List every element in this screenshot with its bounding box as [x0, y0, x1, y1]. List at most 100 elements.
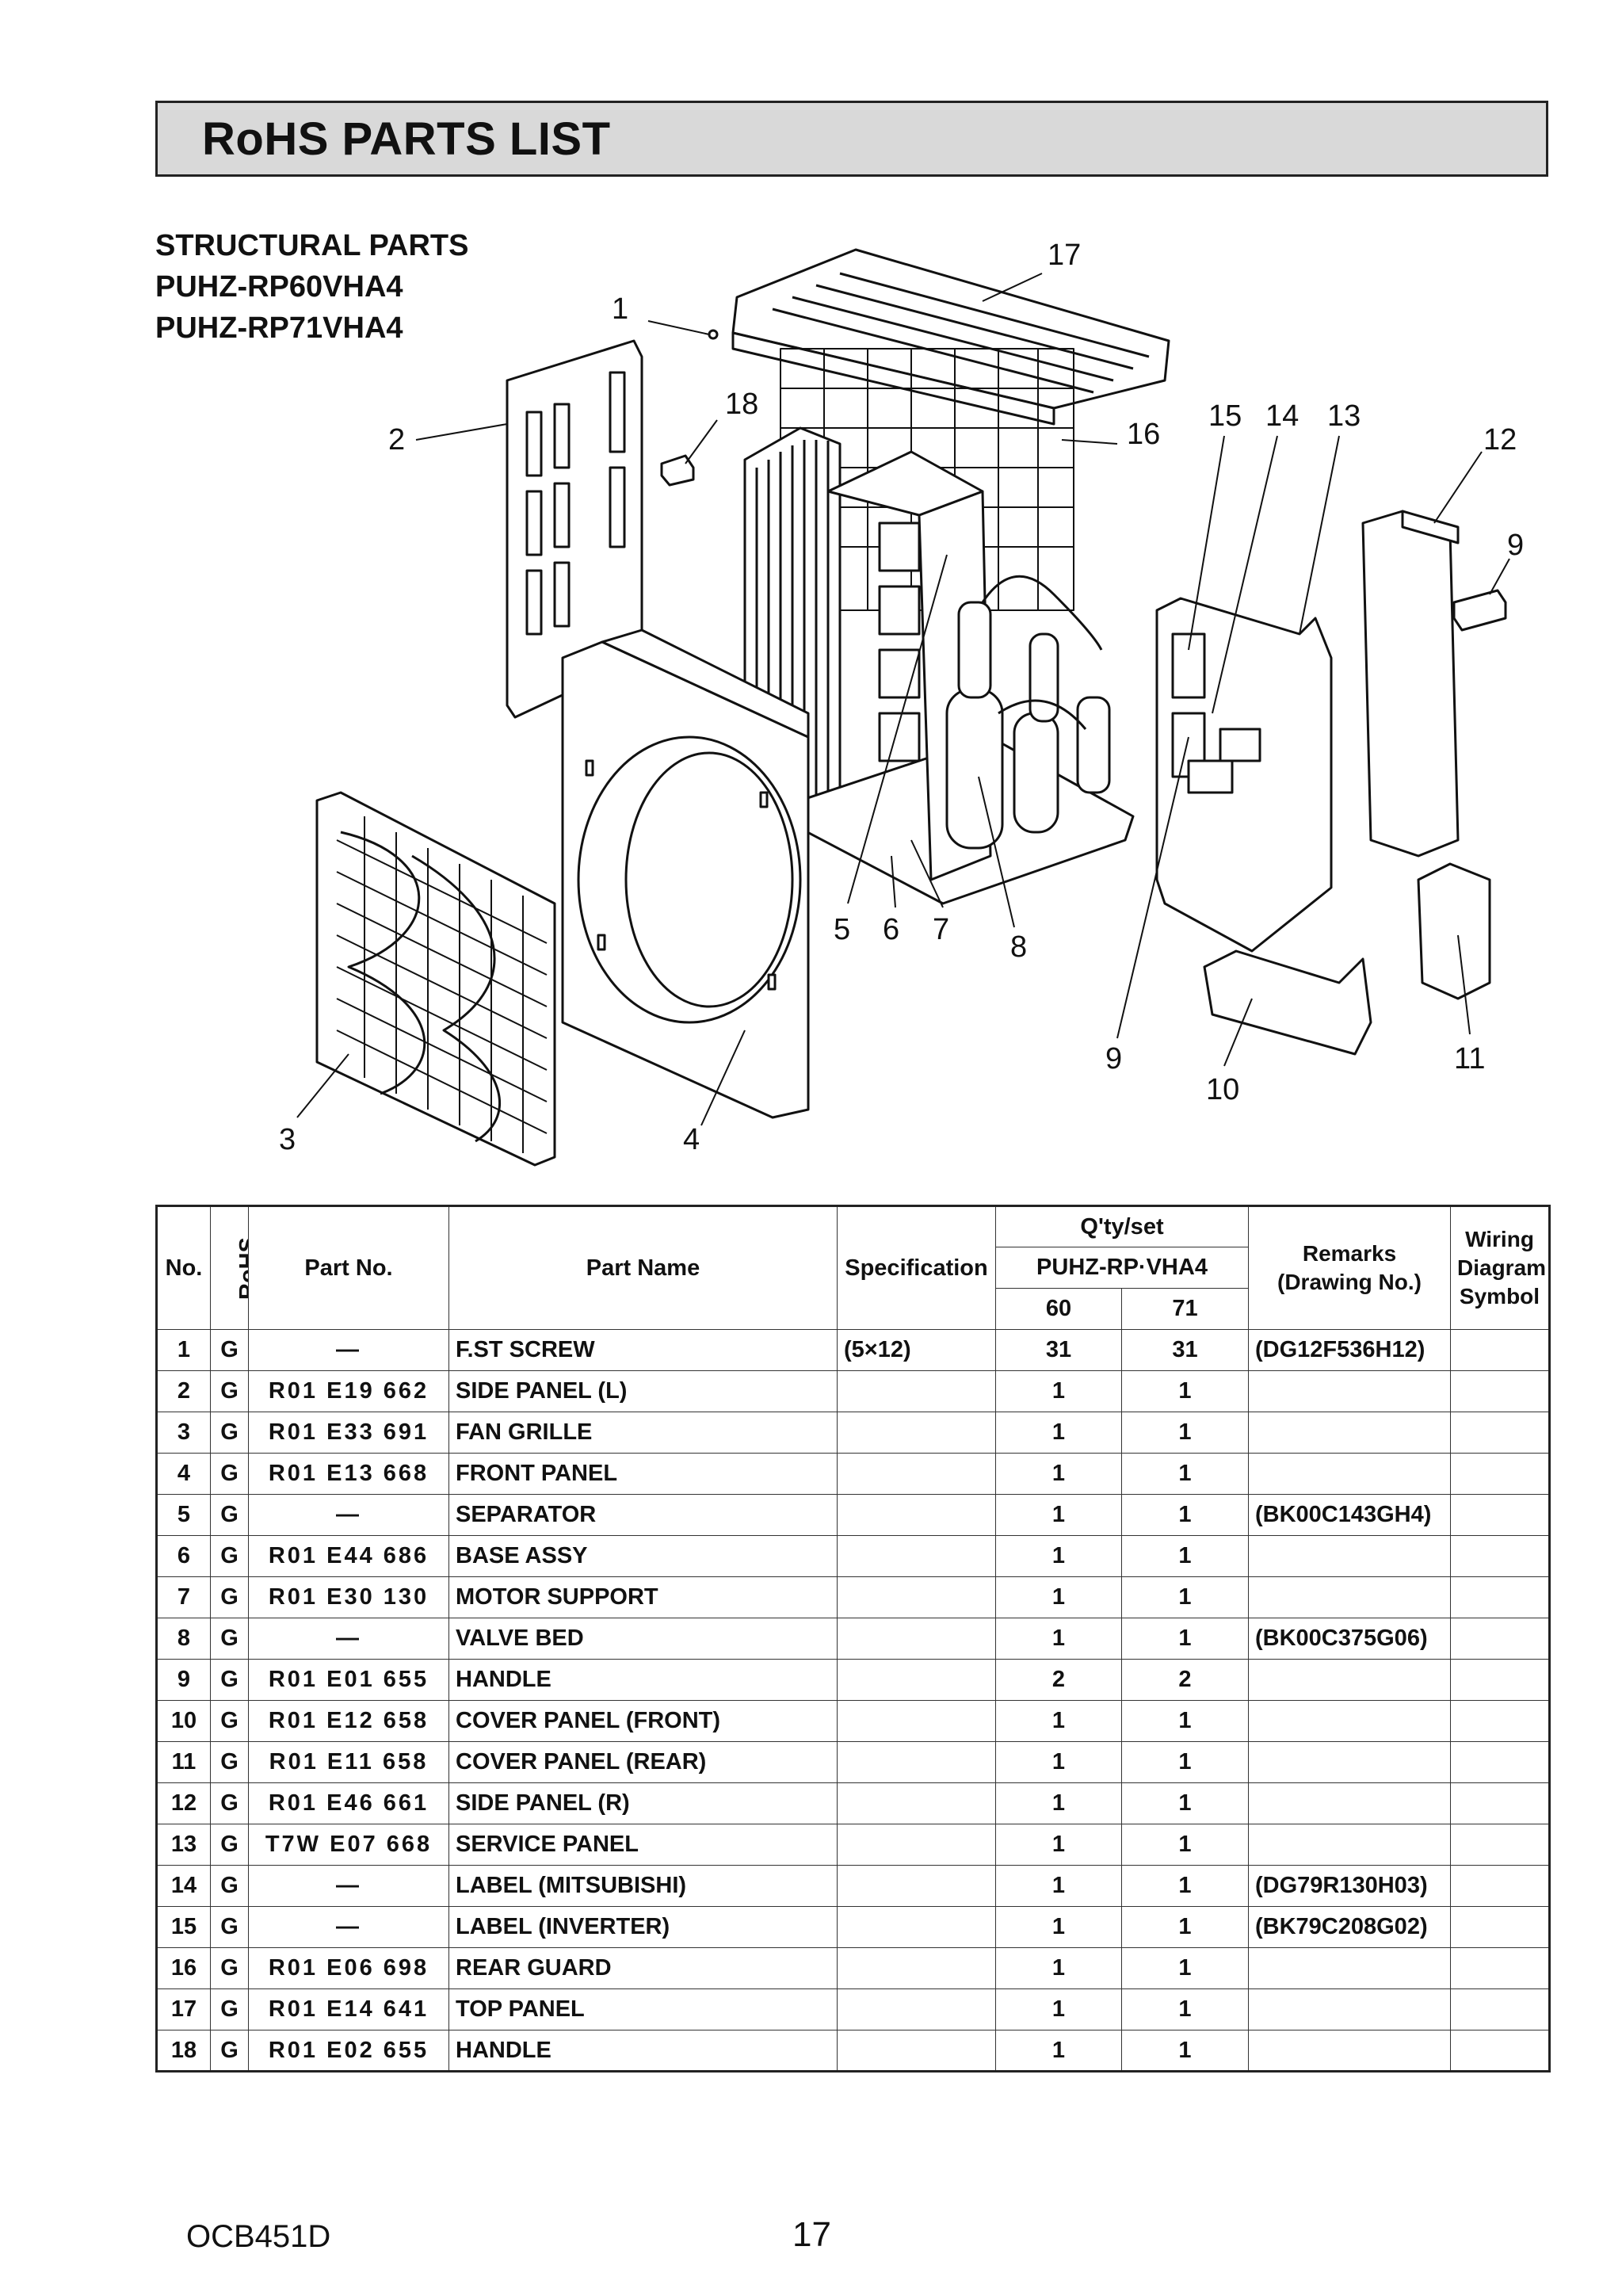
- cell-part-no: R01 E06 698: [248, 1947, 449, 1989]
- cell-qty-71: 31: [1121, 1329, 1249, 1371]
- cell-no: 1: [156, 1329, 211, 1371]
- cell-qty-71: 1: [1121, 1453, 1249, 1495]
- cell-wiring-symbol: [1450, 1782, 1550, 1824]
- cell-wiring-symbol: [1450, 2030, 1550, 2072]
- cell-part-no: R01 E02 655: [248, 2030, 449, 2072]
- header-part-no: Part No.: [248, 1205, 449, 1330]
- cell-specification: (5×12): [837, 1329, 996, 1371]
- cell-part-no: T7W E07 668: [248, 1824, 449, 1866]
- parts-table: No. RoHS Part No. Part Name Specificatio…: [155, 1205, 1551, 2073]
- cell-rohs: G: [210, 1329, 249, 1371]
- cell-wiring-symbol: [1450, 1453, 1550, 1495]
- callout-1: 1: [612, 292, 628, 326]
- fan-grille-illustration: [315, 791, 556, 1167]
- cell-part-no: R01 E19 662: [248, 1370, 449, 1412]
- callout-6: 6: [883, 913, 899, 946]
- cell-part-name: BASE ASSY: [448, 1535, 838, 1577]
- cell-wiring-symbol: [1450, 1865, 1550, 1907]
- cell-qty-71: 1: [1121, 1906, 1249, 1948]
- cell-qty-60: 1: [995, 1453, 1122, 1495]
- header-specification: Specification: [837, 1205, 996, 1330]
- cell-qty-60: 2: [995, 1659, 1122, 1701]
- cell-rohs: G: [210, 1865, 249, 1907]
- cell-qty-60: 1: [995, 1988, 1122, 2030]
- cell-no: 14: [156, 1865, 211, 1907]
- motor-support-illustration: [826, 450, 984, 762]
- header-qty-set: Q'ty/set: [995, 1205, 1249, 1247]
- cell-no: 4: [156, 1453, 211, 1495]
- cell-qty-71: 1: [1121, 1412, 1249, 1454]
- cell-rohs: G: [210, 1659, 249, 1701]
- cell-no: 18: [156, 2030, 211, 2072]
- cell-no: 9: [156, 1659, 211, 1701]
- cell-specification: [837, 1865, 996, 1907]
- cell-specification: [837, 1453, 996, 1495]
- header-no: No.: [156, 1205, 211, 1330]
- callout-2: 2: [388, 423, 405, 457]
- cell-no: 15: [156, 1906, 211, 1948]
- cell-part-name: VALVE BED: [448, 1618, 838, 1660]
- cell-wiring-symbol: [1450, 1741, 1550, 1783]
- side-panel-right-illustration: [1361, 510, 1460, 858]
- cell-qty-71: 1: [1121, 1494, 1249, 1536]
- cell-part-no: R01 E33 691: [248, 1412, 449, 1454]
- screw-illustration: [708, 329, 719, 340]
- cell-qty-71: 1: [1121, 1370, 1249, 1412]
- cell-wiring-symbol: [1450, 1988, 1550, 2030]
- cell-remarks: [1248, 1824, 1451, 1866]
- cell-rohs: G: [210, 1453, 249, 1495]
- cell-qty-60: 1: [995, 1700, 1122, 1742]
- cell-qty-71: 1: [1121, 1535, 1249, 1577]
- cell-qty-71: 1: [1121, 1988, 1249, 2030]
- cell-wiring-symbol: [1450, 1329, 1550, 1371]
- compressor-illustration: [945, 575, 1111, 850]
- cell-part-no: —: [248, 1329, 449, 1371]
- cell-no: 5: [156, 1494, 211, 1536]
- cell-rohs: G: [210, 1618, 249, 1660]
- cell-no: 6: [156, 1535, 211, 1577]
- callout-14: 14: [1265, 399, 1299, 433]
- cell-part-name: FAN GRILLE: [448, 1412, 838, 1454]
- callout-11: 11: [1454, 1042, 1485, 1075]
- cell-remarks: (BK00C375G06): [1248, 1618, 1451, 1660]
- cell-part-no: —: [248, 1906, 449, 1948]
- cell-qty-71: 1: [1121, 1700, 1249, 1742]
- cell-part-name: TOP PANEL: [448, 1988, 838, 2030]
- leader-lines: [296, 273, 1510, 1126]
- cell-part-name: SERVICE PANEL: [448, 1824, 838, 1866]
- header-model: PUHZ-RP·VHA4: [995, 1247, 1249, 1289]
- cell-remarks: [1248, 1741, 1451, 1783]
- cell-specification: [837, 1741, 996, 1783]
- cell-part-name: COVER PANEL (REAR): [448, 1741, 838, 1783]
- cell-part-no: R01 E01 655: [248, 1659, 449, 1701]
- callout-16: 16: [1127, 418, 1160, 451]
- exploded-parts-diagram: 17 1 18 2 16 15 14 13 12 9 5 6 7 8 9 10 …: [279, 239, 1524, 1167]
- subtitle-model-1: PUHZ-RP60VHA4: [155, 270, 403, 304]
- callout-7: 7: [933, 913, 949, 946]
- cell-rohs: G: [210, 2030, 249, 2072]
- cell-remarks: [1248, 1576, 1451, 1618]
- cell-qty-71: 1: [1121, 2030, 1249, 2072]
- cell-part-no: R01 E44 686: [248, 1535, 449, 1577]
- cell-specification: [837, 1370, 996, 1412]
- cell-part-name: HANDLE: [448, 2030, 838, 2072]
- cell-remarks: (DG12F536H12): [1248, 1329, 1451, 1371]
- cell-remarks: [1248, 1659, 1451, 1701]
- cell-remarks: [1248, 1988, 1451, 2030]
- cell-no: 16: [156, 1947, 211, 1989]
- callout-numbers: 17 1 18 2 16 15 14 13 12 9 5 6 7 8 9 10 …: [279, 239, 1524, 1156]
- section-subtitle: STRUCTURAL PARTS PUHZ-RP60VHA4 PUHZ-RP71…: [155, 225, 468, 349]
- cell-rohs: G: [210, 1370, 249, 1412]
- callout-15: 15: [1208, 399, 1242, 433]
- callout-18: 18: [725, 388, 758, 421]
- cell-qty-60: 1: [995, 2030, 1122, 2072]
- cell-remarks: [1248, 1947, 1451, 1989]
- cell-part-name: MOTOR SUPPORT: [448, 1576, 838, 1618]
